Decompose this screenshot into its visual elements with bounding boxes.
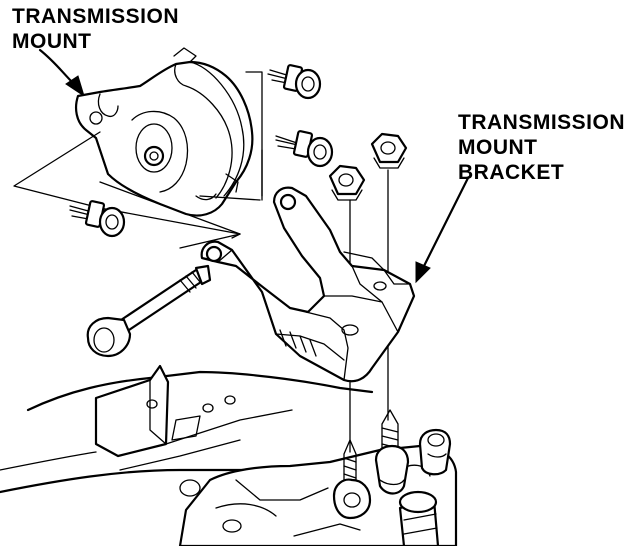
transmission-mount — [75, 47, 254, 217]
bracket-leader-arrow — [415, 176, 470, 284]
label-line: TRANSMISSION — [458, 111, 626, 134]
nut-left — [328, 164, 366, 201]
frame-rail — [0, 364, 374, 494]
label-line: BRACKET — [458, 161, 565, 184]
bolt-middle — [275, 130, 334, 168]
through-bolt — [86, 264, 212, 358]
mount-leader-arrow — [38, 48, 85, 98]
nut-right — [370, 132, 408, 169]
transmission-mount-bracket-label: TRANSMISSION MOUNT BRACKET — [458, 110, 625, 185]
label-line: MOUNT — [12, 30, 92, 53]
cylinder-lower-right — [398, 490, 440, 548]
label-line: TRANSMISSION — [12, 5, 180, 28]
bolt-left — [69, 200, 126, 238]
stud-right — [374, 409, 410, 495]
transmission-mount-bracket — [200, 186, 416, 383]
transmission-mount-label: TRANSMISSION MOUNT — [12, 4, 179, 54]
bolt-upper — [267, 64, 322, 100]
stud-rear — [418, 428, 452, 476]
label-line: MOUNT — [458, 136, 538, 159]
stud-left — [332, 439, 372, 520]
